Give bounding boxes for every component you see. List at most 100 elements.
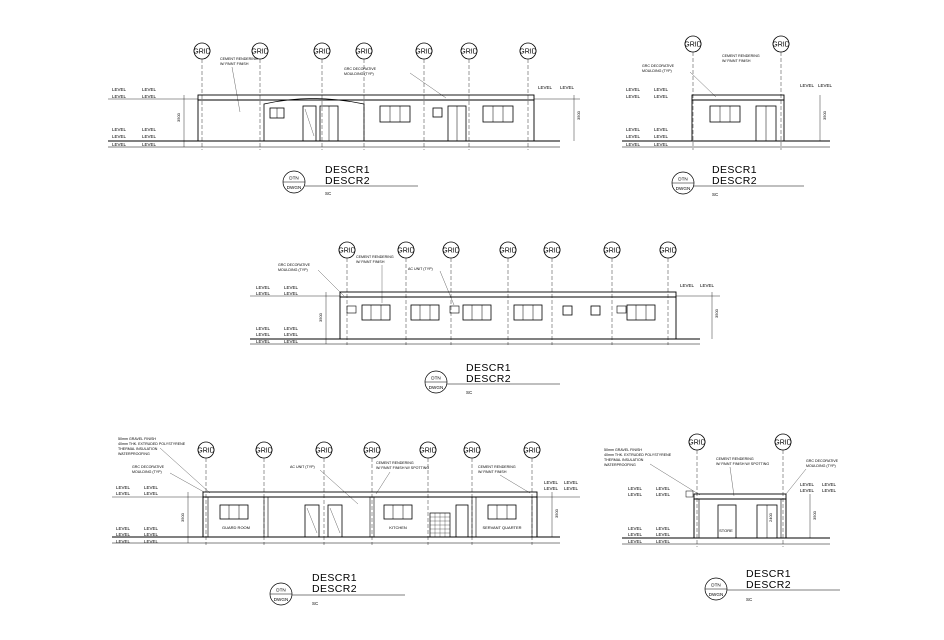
svg-text:DESCR1: DESCR1 (312, 572, 357, 584)
svg-text:LEVEL: LEVEL (116, 539, 131, 544)
grid-marker: GRID (772, 35, 790, 150)
svg-text:LEVEL: LEVEL (626, 87, 641, 92)
svg-text:CEMENT RENDERING: CEMENT RENDERING (356, 255, 394, 259)
room-labels: GUARD ROOM KITCHEN SERVANT QUARTER (222, 525, 522, 530)
svg-text:LEVEL: LEVEL (256, 326, 271, 331)
grid-markers: GRID GRID GRID GRID GRID GRID GRID (338, 241, 677, 345)
svg-text:3500: 3500 (812, 510, 817, 520)
svg-text:W/ PAINT FINISH: W/ PAINT FINISH (220, 62, 249, 66)
svg-text:LEVEL: LEVEL (654, 142, 669, 147)
dimensions: 3500 2400 (768, 494, 817, 538)
svg-text:LEVEL: LEVEL (538, 85, 553, 90)
svg-text:LEVEL: LEVEL (142, 134, 157, 139)
grid-marker: GRID (774, 433, 792, 547)
svg-text:GRC DECORATIVE: GRC DECORATIVE (278, 263, 311, 267)
svg-text:SC: SC (325, 191, 332, 196)
svg-text:WATERPROOFING: WATERPROOFING (604, 463, 636, 467)
svg-text:W/ PAINT FINISH: W/ PAINT FINISH (356, 260, 385, 264)
grid-marker: GRID (397, 241, 415, 345)
svg-text:AC UNIT (TYP): AC UNIT (TYP) (290, 465, 315, 469)
svg-text:GRID: GRID (772, 42, 790, 49)
drawing-title-block: DTN DWGN DESCR1 DESCR2 SC (424, 362, 560, 395)
svg-text:LEVEL: LEVEL (112, 134, 127, 139)
svg-text:W/ PAINT FINISH: W/ PAINT FINISH (478, 470, 507, 474)
svg-text:3500: 3500 (822, 110, 827, 120)
svg-text:LEVEL: LEVEL (654, 127, 669, 132)
grid-markers: GRID GRID (684, 35, 790, 150)
svg-text:LEVEL: LEVEL (628, 539, 643, 544)
grid-marker: GRID (543, 241, 561, 345)
grid-marker: GRID (684, 35, 702, 150)
svg-text:STORE: STORE (719, 528, 733, 533)
svg-text:LEVEL: LEVEL (628, 486, 643, 491)
svg-text:DWGN: DWGN (429, 385, 444, 390)
svg-text:GRID: GRID (255, 448, 273, 455)
svg-text:GRID: GRID (463, 448, 481, 455)
openings (269, 105, 514, 142)
svg-text:DESCR2: DESCR2 (312, 583, 357, 595)
svg-text:LEVEL: LEVEL (144, 539, 159, 544)
svg-text:MOULDING (TYP): MOULDING (TYP) (344, 72, 374, 76)
svg-text:LEVEL: LEVEL (560, 85, 575, 90)
svg-text:LEVEL: LEVEL (800, 488, 815, 493)
drawing-title-block: DTN DWGN DESCR1 DESCR2 SC (671, 164, 804, 197)
svg-text:DTN: DTN (431, 376, 440, 381)
svg-text:LEVEL: LEVEL (628, 526, 643, 531)
grid-marker: GRID (499, 241, 517, 345)
building-section (112, 491, 580, 544)
drawing-title-block: DTN DWGN DESCR1 DESCR2 SC (269, 572, 405, 606)
svg-text:SC: SC (466, 390, 473, 395)
svg-text:LEVEL: LEVEL (626, 134, 641, 139)
svg-text:3500: 3500 (180, 512, 185, 522)
svg-text:CEMENT RENDERING: CEMENT RENDERING (220, 57, 258, 61)
svg-text:W/ PAINT FINISH W/ SPOTTING: W/ PAINT FINISH W/ SPOTTING (376, 466, 429, 470)
grid-marker: GRID (603, 241, 621, 345)
elevation-3: GRID GRID GRID GRID GRID GRID GRID LEVEL… (250, 241, 720, 395)
svg-text:40mm THK. EXTRUDED POLYSTYRENE: 40mm THK. EXTRUDED POLYSTYRENE (604, 453, 672, 457)
svg-text:LEVEL: LEVEL (654, 134, 669, 139)
svg-text:WATERPROOFING: WATERPROOFING (118, 452, 150, 456)
grid-marker: GRID (659, 241, 677, 345)
svg-text:GRC DECORATIVE: GRC DECORATIVE (642, 64, 675, 68)
svg-text:GRID: GRID (442, 248, 460, 255)
elevation-1: GRID GRID GRID GRID GRID GRID GRID LEVEL… (108, 42, 581, 196)
section-2: GRID GRID STORE LEVEL LEVEL LEVEL LEVEL LE… (604, 433, 840, 602)
svg-text:W/ PAINT FINISH: W/ PAINT FINISH (722, 59, 751, 63)
svg-text:AC UNIT (TYP): AC UNIT (TYP) (408, 267, 433, 271)
svg-text:LEVEL: LEVEL (656, 526, 671, 531)
svg-text:LEVEL: LEVEL (284, 339, 299, 344)
svg-text:LEVEL: LEVEL (142, 142, 157, 147)
svg-text:LEVEL: LEVEL (564, 480, 579, 485)
svg-text:3500: 3500 (714, 308, 719, 318)
svg-text:LEVEL: LEVEL (284, 285, 299, 290)
svg-text:LEVEL: LEVEL (116, 526, 131, 531)
grid-marker: GRID (338, 241, 356, 345)
building-outline (622, 94, 830, 148)
grid-marker: GRID (415, 42, 433, 150)
svg-text:GRID: GRID (523, 448, 541, 455)
svg-text:LEVEL: LEVEL (112, 87, 127, 92)
openings (219, 504, 517, 538)
svg-text:GRC DECORATIVE: GRC DECORATIVE (132, 465, 165, 469)
grid-marker: GRID (197, 441, 215, 545)
svg-text:LEVEL: LEVEL (144, 491, 159, 496)
svg-text:LEVEL: LEVEL (626, 142, 641, 147)
svg-text:GRID: GRID (315, 448, 333, 455)
svg-text:GRID: GRID (397, 248, 415, 255)
grid-markers: GRID GRID (688, 433, 792, 547)
grid-marker: GRID (442, 241, 460, 345)
section-1: GRID GRID GRID GRID GRID GRID GRID GUARD… (112, 437, 580, 606)
svg-text:DWGN: DWGN (709, 592, 724, 597)
svg-text:LEVEL: LEVEL (680, 283, 695, 288)
svg-text:GRID: GRID (659, 248, 677, 255)
svg-text:GRID: GRID (419, 448, 437, 455)
svg-text:LEVEL: LEVEL (626, 94, 641, 99)
annotations: 50mm GRAVEL FINISH 40mm THK. EXTRUDED PO… (604, 448, 839, 497)
svg-text:MOULDING (TYP): MOULDING (TYP) (642, 69, 672, 73)
